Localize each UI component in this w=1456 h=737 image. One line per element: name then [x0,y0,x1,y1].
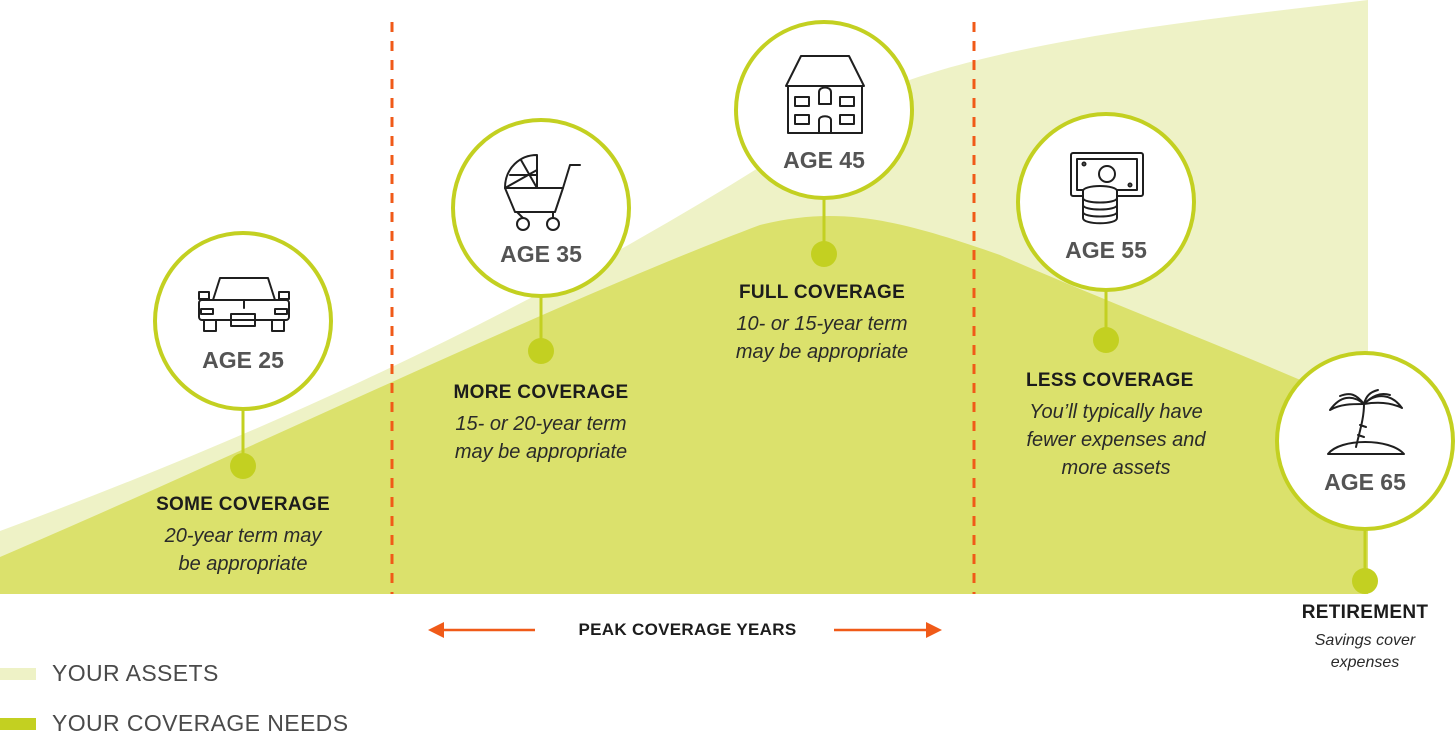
legend-coverage-swatch [0,717,36,730]
stage-heading: RETIREMENT [1301,602,1429,623]
age-45-circle [734,20,914,200]
age-55-label: AGE 55 [1065,237,1147,263]
legend-coverage-label: YOUR COVERAGE NEEDS [52,710,349,736]
coverage-area [0,216,1368,594]
stage-heading: SOME COVERAGE [156,494,330,515]
age-55-marker [1093,327,1119,353]
stage-heading: FULL COVERAGE [738,282,906,303]
legend-coverage: YOUR COVERAGE NEEDS [0,710,348,737]
money-coins-icon [1070,152,1144,225]
legend-assets-swatch [0,667,36,680]
island-palm-icon [1327,389,1405,455]
age-35-marker [528,338,554,364]
age-25-label: AGE 25 [202,347,284,373]
peak-left-arrow [428,622,535,638]
peak-right-arrow [834,622,942,638]
age-35-circle [451,118,631,298]
legend-assets-label: YOUR ASSETS [52,660,219,686]
stage-heading: LESS COVERAGE [1026,370,1194,391]
peak-coverage-label: PEAK COVERAGE YEARS [578,620,797,639]
legend-assets: YOUR ASSETS [0,660,219,687]
house-icon [785,55,865,134]
age-65-circle [1275,351,1455,531]
age-35-label: AGE 35 [500,241,582,267]
age-45-label: AGE 45 [783,147,865,173]
age-25-marker [230,453,256,479]
age-45-marker [811,241,837,267]
age-65-marker [1352,568,1378,594]
car-icon [198,277,290,332]
stage-heading: MORE COVERAGE [453,382,629,403]
stroller-icon [504,154,581,231]
age-65-label: AGE 65 [1324,469,1406,495]
